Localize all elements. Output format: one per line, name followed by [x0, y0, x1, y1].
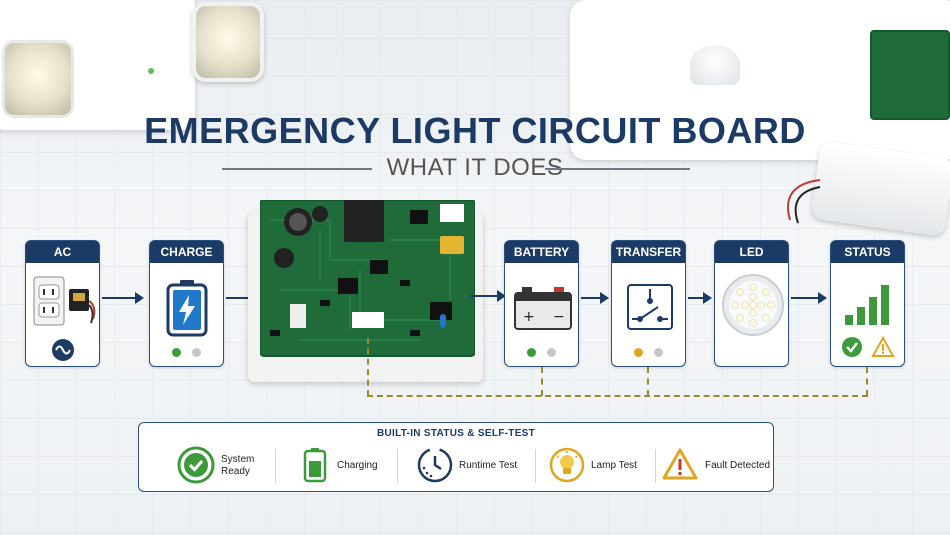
transfer-led-gray — [654, 348, 663, 357]
status-check-icon — [842, 337, 862, 357]
signal-bars-icon — [845, 285, 889, 325]
stage-transfer: TRANSFER — [611, 240, 686, 367]
indicator-led — [148, 68, 154, 74]
arrow-transfer-to-led — [688, 292, 712, 304]
status-item-fault-detected: Fault Detected — [705, 460, 771, 471]
status-self-test-panel: BUILT-IN STATUS & SELF-TEST System Ready… — [138, 422, 774, 492]
title-rule-left — [222, 168, 372, 170]
warning-icon — [662, 448, 698, 480]
feedback-line-bus — [367, 395, 868, 397]
switch-icon — [627, 284, 673, 330]
battery-led-green — [527, 348, 536, 357]
sine-wave-icon — [52, 339, 74, 361]
outlet-icon — [33, 276, 96, 326]
lamp-head-left — [2, 40, 74, 118]
svg-text:+: + — [523, 309, 535, 325]
housing-board — [870, 30, 950, 120]
stage-charge-label: CHARGE — [150, 241, 223, 263]
status-item-charging: Charging — [337, 460, 378, 471]
svg-text:−: − — [553, 309, 565, 325]
feedback-line-status — [866, 367, 868, 396]
feedback-line-transfer — [647, 367, 649, 396]
arrow-led-to-status — [791, 292, 827, 304]
lamp-head-right — [192, 2, 264, 82]
stage-status-label: STATUS — [831, 241, 904, 263]
check-circle-icon — [177, 446, 215, 484]
stage-battery: BATTERY + − — [504, 240, 579, 367]
status-separator — [655, 449, 656, 483]
status-panel-title: BUILT-IN STATUS & SELF-TEST — [376, 428, 536, 439]
page-title: EMERGENCY LIGHT CIRCUIT BOARD — [144, 110, 806, 151]
battery-led-gray — [547, 348, 556, 357]
status-separator — [275, 449, 276, 483]
status-warning-icon — [871, 336, 895, 357]
transfer-led-amber — [634, 348, 643, 357]
battery-wires — [787, 179, 821, 224]
status-item-runtime-test: Runtime Test — [459, 460, 518, 471]
feedback-line-battery — [541, 367, 543, 396]
stage-charge: CHARGE — [149, 240, 224, 367]
charge-led-gray — [192, 348, 201, 357]
status-item-system-ready: System Ready — [221, 454, 255, 477]
status-separator — [535, 449, 536, 483]
stage-battery-label: BATTERY — [505, 241, 578, 263]
battery-bolt-icon — [166, 280, 208, 337]
open-housing — [570, 0, 950, 160]
clock-test-icon — [417, 447, 453, 483]
arrow-board-to-battery — [470, 290, 506, 302]
led-array-icon — [722, 274, 784, 336]
arrow-battery-to-transfer — [581, 292, 609, 304]
arrow-ac-to-charge — [102, 292, 144, 304]
bulb-icon — [549, 447, 585, 483]
stage-status: STATUS — [830, 240, 905, 367]
page-subtitle: WHAT IT DOES — [386, 154, 564, 181]
charge-led-green — [172, 348, 181, 357]
stage-led: LED — [714, 240, 789, 367]
circuit-board — [260, 200, 475, 357]
stage-led-label: LED — [715, 241, 788, 263]
stage-ac-label: AC — [26, 241, 99, 263]
stage-transfer-label: TRANSFER — [612, 241, 685, 263]
housing-sensor — [690, 45, 740, 85]
status-separator — [397, 449, 398, 483]
stage-ac: AC — [25, 240, 100, 367]
title-rule-right — [545, 168, 690, 170]
status-item-lamp-test: Lamp Test — [591, 460, 637, 471]
feedback-line-board — [367, 338, 369, 396]
emergency-light-fixture — [0, 0, 195, 130]
battery-charging-icon — [303, 448, 327, 483]
battery-icon: + − — [514, 287, 572, 330]
